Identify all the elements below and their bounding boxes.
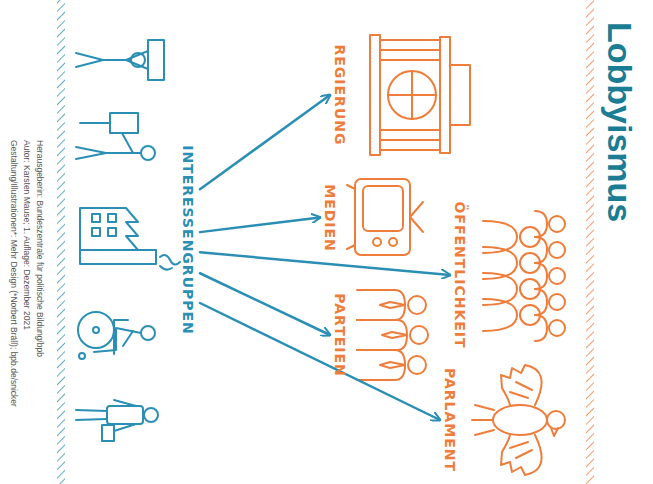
node-label: REGIERUNG: [332, 45, 348, 146]
target-node: PARTEIEN: [330, 280, 440, 390]
node-label: ÖFFENTLICHKEIT: [452, 201, 468, 348]
influence-arrow: [200, 95, 330, 189]
page-title: Lobbyismus: [600, 22, 639, 222]
influence-arrow: [200, 252, 450, 275]
node-label: PARTEIEN: [332, 293, 348, 377]
hatch-strip: [586, 0, 594, 484]
wheelchair-user: [78, 312, 155, 359]
node-label: PARLAMENT: [442, 368, 458, 472]
tv-set: [347, 179, 423, 255]
group-node: INTERESSENGRUPPEN: [70, 15, 200, 465]
credits-block: Herausgeberin: Bundeszentrale für politi…: [6, 140, 45, 480]
credit-line: Autor: Karsten Mause; 1. Auflage: Dezemb…: [22, 140, 32, 480]
sign-holder: [76, 113, 155, 160]
influence-arrow: [200, 218, 320, 233]
node-label: INTERESSENGRUPPEN: [180, 145, 196, 335]
factory: [80, 208, 180, 270]
influence-arrow: [200, 273, 330, 335]
node-label: MEDIEN: [322, 184, 338, 252]
federal-eagle: [472, 365, 565, 475]
hatch-strip: [57, 0, 65, 484]
credit-line: Gestaltung/Illustrationen*: Mehr Design …: [9, 140, 19, 480]
target-node: ÖFFENTLICHKEIT: [450, 200, 585, 350]
protester: [76, 40, 164, 80]
target-node: REGIERUNG: [330, 28, 480, 162]
government-building: [370, 35, 470, 155]
influence-arrow: [200, 303, 440, 420]
credit-line: Herausgeberin: Bundeszentrale für politi…: [35, 140, 45, 480]
target-node: MEDIEN: [320, 175, 430, 260]
target-node: PARLAMENT: [440, 365, 580, 475]
politicians: [357, 290, 428, 380]
business-person: [76, 400, 158, 441]
crowd: [483, 211, 565, 341]
